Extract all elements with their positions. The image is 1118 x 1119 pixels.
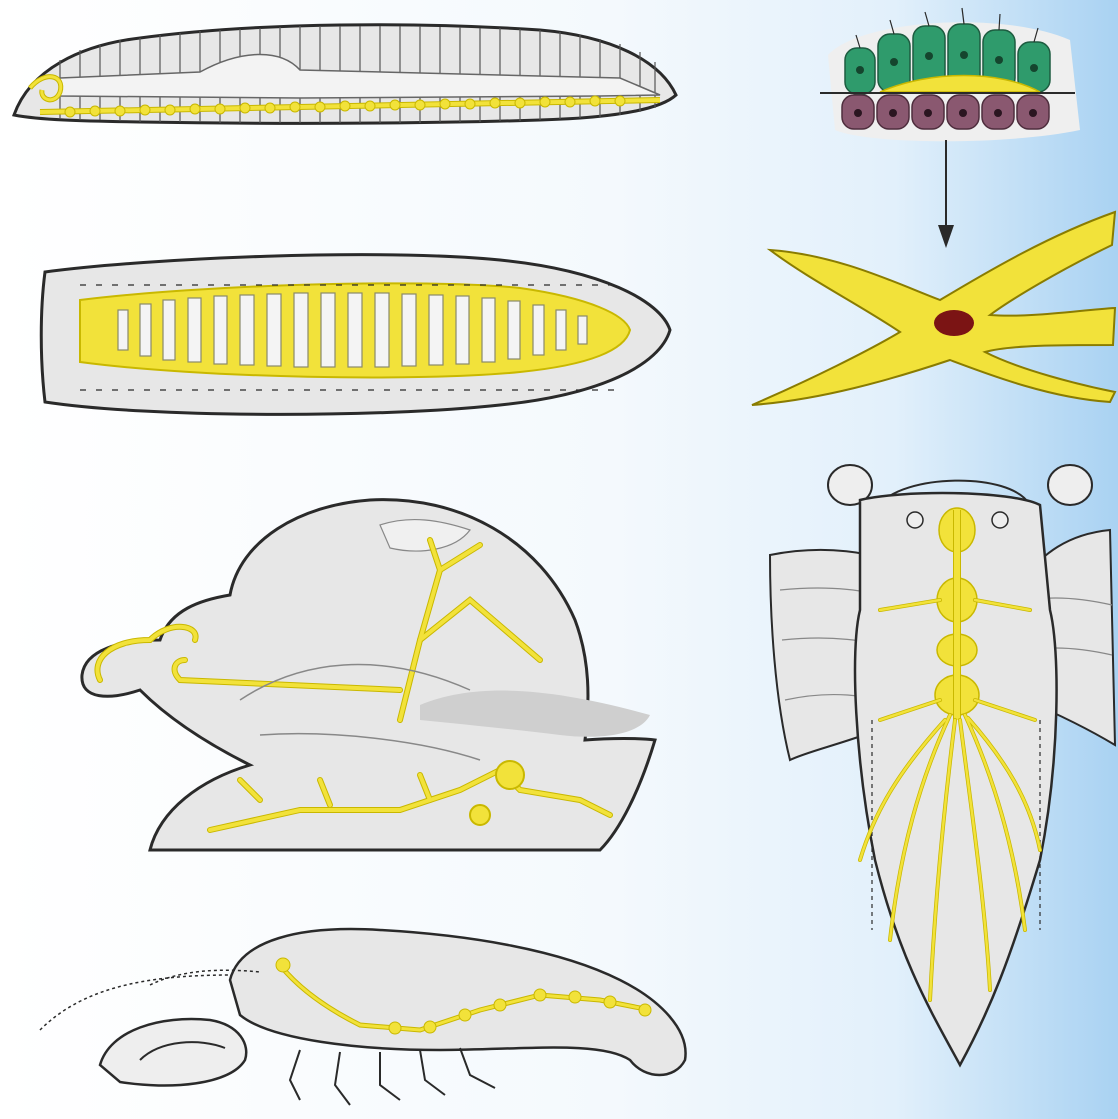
ladder-nervous-system-icon (41, 255, 670, 415)
